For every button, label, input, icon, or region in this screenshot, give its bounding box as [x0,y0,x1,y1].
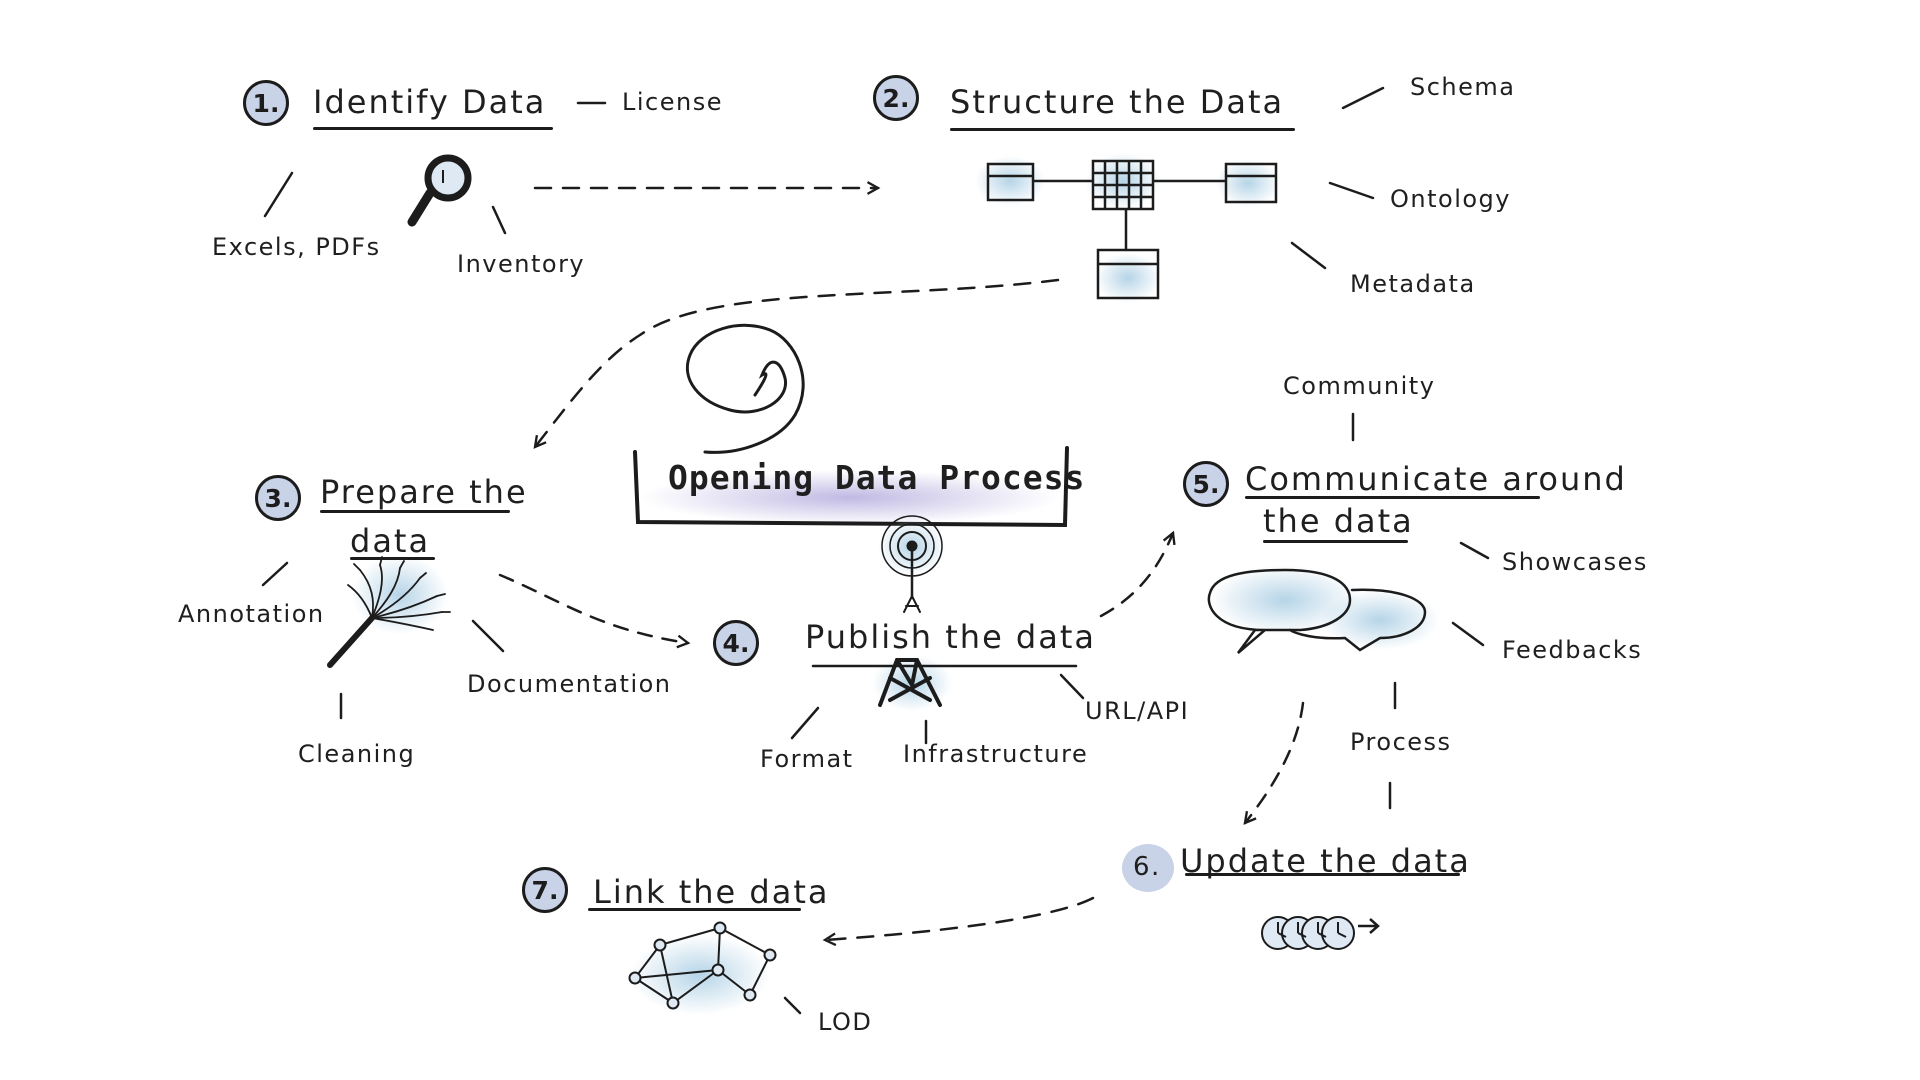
connector-lod [783,996,802,1015]
step-5-label-line1: Communicate around [1245,460,1627,498]
step-3-label-line2: data [350,522,431,560]
step-7-number: 7. [522,867,568,913]
title-box [633,446,1069,528]
connector-excels [263,171,294,218]
annotation-documentation: Documentation [467,670,672,698]
step-5-number: 5. [1183,461,1229,507]
step-5-label-line2: the data [1263,502,1414,540]
step-3-label-line1: Prepare the [320,473,528,511]
database-tables-icon [975,153,1280,303]
diagram-title: Opening Data Process [668,458,1086,497]
connector-showcases [1459,541,1490,560]
flow-arrow-2-to-3 [535,278,1060,447]
step-7-label: Link the data [593,873,830,911]
connector-feedbacks [1451,621,1485,647]
step-5-underline-1 [1245,496,1540,499]
annotation-schema: Schema [1410,73,1516,101]
step-6-underline [1185,873,1460,876]
annotation-ontology: Ontology [1390,185,1511,213]
annotation-lod: LOD [818,1008,873,1036]
step-7-underline [588,908,801,911]
flow-arrow-3-to-4 [498,573,688,643]
connector-annotation [261,561,289,587]
step-5-underline-2 [1263,540,1408,543]
step-4-label: Publish the data [805,618,1096,656]
step-2-label: Structure the Data [950,83,1285,121]
step-1-label: Identify Data [313,83,547,121]
flow-arrow-4-to-5 [1099,533,1173,618]
speech-bubbles-icon [1207,565,1440,654]
annotation-license: License [622,88,723,116]
step-4-number: 4. [713,620,759,666]
connector-ontology [1328,181,1375,200]
linked-data-network-icon [628,921,777,1015]
connector-inventory [491,205,507,235]
annotation-showcases: Showcases [1502,548,1648,576]
magnifying-glass-icon [407,154,472,227]
step-2-number: 2. [873,75,919,121]
annotation-url-api: URL/API [1085,697,1190,725]
broadcast-tower-icon [811,515,1078,711]
step-1-number: 1. [243,80,289,126]
connector-metadata [1290,241,1327,270]
annotation-excels-pdfs: Excels, PDFs [212,233,381,261]
annotation-metadata: Metadata [1350,270,1476,298]
flow-arrow-6-to-7 [825,896,1095,940]
annotation-feedbacks: Feedbacks [1502,636,1643,664]
step-1-underline [313,127,553,130]
title-box-wash [640,470,1060,525]
connector-format [790,706,820,740]
connector-documentation [471,619,505,653]
connector-url-api [1059,673,1085,700]
annotation-annotation: Annotation [178,600,325,628]
step-6-number-wash [1122,844,1174,892]
flow-arrow-5-to-6 [1245,701,1305,823]
annotation-process: Process [1350,728,1452,756]
annotation-cleaning: Cleaning [298,740,416,768]
annotation-format: Format [760,745,854,773]
spiral-doodle [685,323,805,454]
step-3-number: 3. [255,475,301,521]
step-3-underline-1 [320,510,510,513]
clocks-icon [1261,916,1380,950]
annotation-inventory: Inventory [457,250,586,278]
annotation-community: Community [1283,372,1436,400]
step-6-number: 6. [1133,852,1161,882]
connector-schema [1341,86,1385,110]
step-3-underline-2 [350,557,435,560]
annotation-infrastructure: Infrastructure [903,740,1089,768]
broom-icon [327,555,451,668]
step-2-underline [950,128,1295,131]
